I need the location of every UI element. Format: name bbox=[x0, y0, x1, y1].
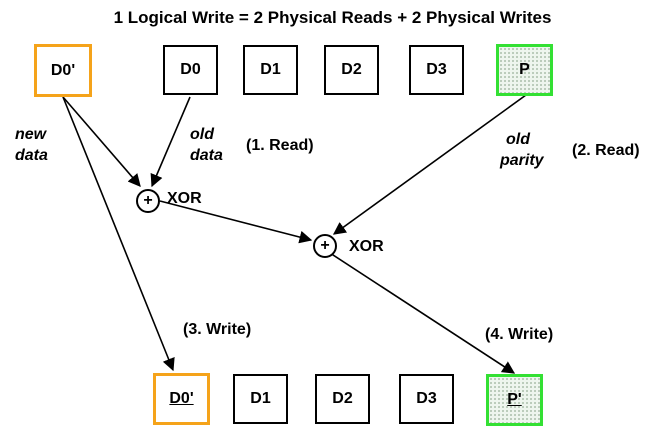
old-data-label: old data bbox=[190, 125, 223, 167]
data-block-d3-label: D3 bbox=[426, 61, 447, 78]
bottom-data-block-d3: D3 bbox=[399, 374, 454, 424]
step4-write-label: (4. Write) bbox=[485, 326, 554, 343]
bottom-data-block-d1-label: D1 bbox=[250, 390, 271, 407]
new-data-block-label: D0' bbox=[50, 61, 76, 79]
bottom-data-block-d2: D2 bbox=[315, 374, 370, 424]
arrow-old-data-to-xor1 bbox=[150, 96, 191, 188]
bottom-data-block-d3-label: D3 bbox=[416, 390, 437, 407]
arrow-old-parity-to-xor2 bbox=[332, 94, 527, 235]
old-parity-label: old parity bbox=[500, 130, 544, 172]
written-data-block: D0' bbox=[153, 373, 210, 425]
arrow-xor1-to-xor2 bbox=[159, 200, 313, 244]
parity-block: P bbox=[496, 44, 553, 96]
new-data-block: D0' bbox=[34, 44, 92, 97]
old-data-label-line1: old bbox=[190, 126, 214, 143]
data-block-d3: D3 bbox=[409, 45, 464, 95]
new-data-label-line1: new bbox=[15, 126, 47, 143]
step2-read-label: (2. Read) bbox=[572, 142, 640, 159]
arrow-new-data-to-d0-write bbox=[62, 96, 175, 372]
new-data-label: new data bbox=[15, 125, 48, 167]
new-data-label-line2: data bbox=[15, 146, 48, 164]
old-parity-label-line1: old bbox=[506, 131, 530, 148]
step1-read-label: (1. Read) bbox=[246, 137, 314, 154]
arrow-new-data-to-xor1 bbox=[62, 96, 141, 187]
xor1-symbol: + bbox=[136, 189, 160, 213]
parity-block-label: P bbox=[519, 61, 530, 78]
old-data-label-line2: data bbox=[190, 146, 223, 164]
data-block-d2-label: D2 bbox=[341, 61, 362, 78]
step3-write-label: (3. Write) bbox=[183, 321, 252, 338]
bottom-data-block-d1: D1 bbox=[233, 374, 288, 424]
xor2-symbol: + bbox=[313, 234, 337, 258]
xor1-label: XOR bbox=[167, 190, 202, 207]
data-block-d1: D1 bbox=[243, 45, 298, 95]
written-parity-block-label: P' bbox=[507, 391, 522, 408]
xor2-label: XOR bbox=[349, 238, 384, 255]
arrow-xor2-to-parity-write bbox=[329, 252, 516, 374]
written-parity-block: P' bbox=[486, 374, 543, 426]
data-block-d1-label: D1 bbox=[260, 61, 281, 78]
written-data-block-label: D0' bbox=[169, 390, 194, 407]
data-block-d0-label: D0 bbox=[180, 61, 201, 78]
data-block-d0: D0 bbox=[163, 45, 218, 95]
bottom-data-block-d2-label: D2 bbox=[332, 390, 353, 407]
diagram-title: 1 Logical Write = 2 Physical Reads + 2 P… bbox=[113, 8, 552, 27]
old-parity-label-line2: parity bbox=[500, 151, 544, 169]
data-block-d2: D2 bbox=[324, 45, 379, 95]
